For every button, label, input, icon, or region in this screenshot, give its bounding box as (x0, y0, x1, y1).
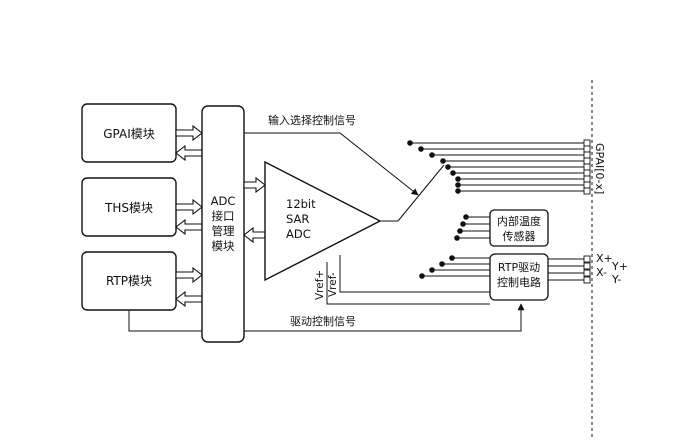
x-plus-label: X+ (596, 252, 613, 265)
ths-to-adc-arrow (175, 198, 203, 216)
adc-if-line-2: 接口 (212, 209, 235, 223)
sar-adc: 12bit SAR ADC (264, 160, 382, 282)
temp-sensor-line-2: 传感器 (503, 230, 536, 243)
sar-line-1: 12bit (286, 197, 316, 211)
mux-switch (380, 164, 445, 222)
temp-sensor: 内部温度 传感器 (489, 209, 549, 247)
rtp-pins (583, 255, 591, 284)
ths-module: THS模块 (81, 177, 177, 237)
gpai-to-adc-arrow (175, 124, 203, 142)
y-plus-label: Y+ (611, 260, 628, 273)
sar-line-2: SAR (286, 212, 309, 226)
gpai-range-label: GPAI[0-x] (593, 143, 606, 194)
bus-arrows-center (243, 176, 266, 244)
adc-to-ths-arrow (175, 218, 203, 236)
vref-minus-label: Vref- (327, 272, 339, 297)
input-select-signal (244, 132, 419, 196)
rtp-to-adc-arrow (175, 266, 203, 284)
if-to-sar-arrow (243, 176, 266, 194)
vref-plus-label: Vref+ (314, 270, 326, 300)
rtp-module: RTP模块 (81, 251, 177, 311)
rtp-pin-lines (548, 258, 584, 281)
drive-control-label: 驱动控制信号 (290, 314, 356, 328)
y-minus-label: Y- (611, 273, 621, 286)
adc-interface-module: ADC 接口 管理 模块 (201, 105, 245, 343)
bus-arrows-left (175, 124, 203, 308)
sar-to-if-arrow (243, 226, 266, 244)
adc-if-line-3: 管理 (212, 224, 235, 238)
rtp-adc-lines (419, 255, 490, 279)
temp-sensor-lines (454, 214, 490, 241)
vref-lines (326, 255, 490, 305)
sar-line-3: ADC (286, 227, 311, 241)
adc-if-line-4: 模块 (212, 239, 235, 253)
rtp-module-label: RTP模块 (106, 274, 152, 288)
ths-module-label: THS模块 (104, 201, 153, 215)
gpai-pins (583, 139, 591, 195)
adc-if-line-1: ADC (211, 194, 236, 208)
rtp-drive-line-2: 控制电路 (497, 275, 541, 289)
gpai-module-label: GPAI模块 (103, 127, 155, 141)
input-select-label: 输入选择控制信号 (268, 113, 356, 127)
x-minus-label: X- (596, 266, 607, 279)
gpai-module: GPAI模块 (81, 103, 177, 163)
gpai-channel-lines (407, 140, 584, 194)
adc-to-rtp-arrow (175, 290, 203, 308)
adc-to-gpai-arrow (175, 144, 203, 162)
rtp-drive-circuit: RTP驱动 控制电路 (489, 253, 549, 301)
rtp-drive-line-1: RTP驱动 (498, 261, 540, 274)
temp-sensor-line-1: 内部温度 (497, 214, 541, 228)
drive-control-signal (128, 303, 525, 332)
